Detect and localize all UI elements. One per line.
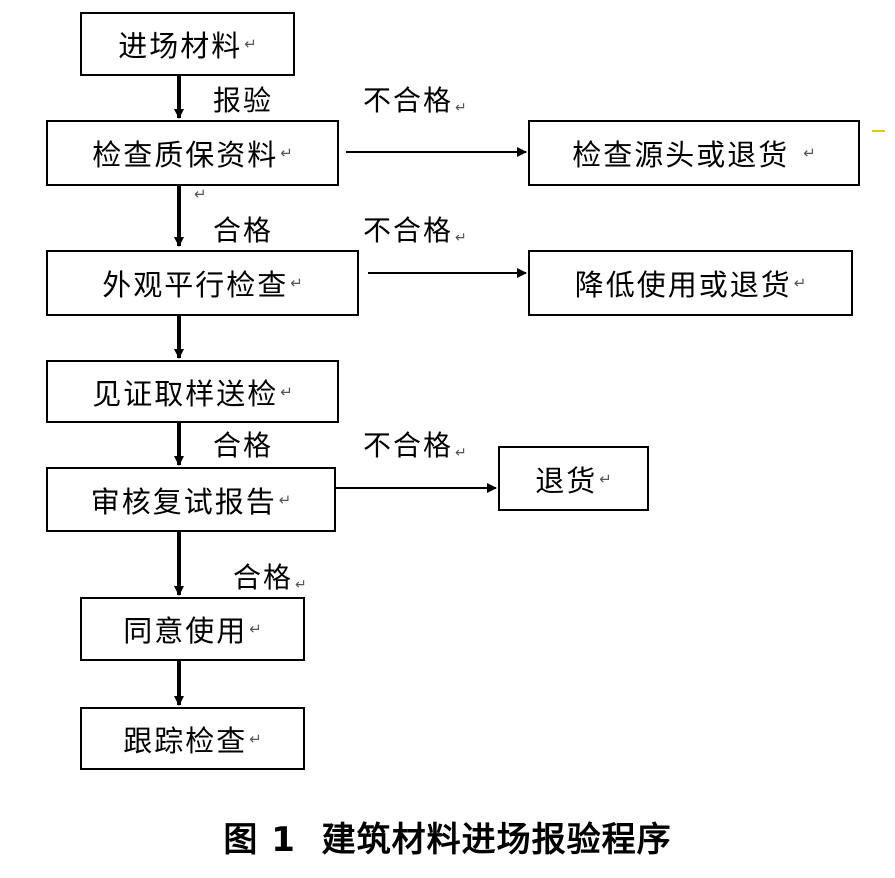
- node-downgrade-or-return: 降低使用或退货↵: [528, 250, 853, 316]
- return-mark: ↵: [793, 274, 807, 292]
- return-mark: ↵: [244, 35, 257, 53]
- node-label: 审核复试报告: [90, 484, 277, 519]
- stray-return-mark: ↵: [194, 185, 207, 203]
- return-mark: ↵: [249, 620, 262, 638]
- node-label: 检查质保资料: [92, 138, 279, 172]
- node-label: 检查源头或退货: [572, 138, 790, 172]
- label-pass-1: 合格: [213, 214, 274, 247]
- node-visual-parallel-check: 外观平行检查↵: [46, 250, 359, 316]
- node-approve-use: 同意使用↵: [80, 597, 305, 661]
- label-report-inspection: 报验: [213, 84, 274, 117]
- return-mark: ↵: [249, 729, 262, 748]
- return-mark: ↵: [278, 490, 292, 509]
- node-check-quality-docs: 检查质保资料↵: [46, 120, 339, 186]
- node-return-goods: 退货↵: [498, 446, 649, 511]
- node-witness-sampling: 见证取样送检↵: [46, 360, 339, 423]
- label-pass-2: 合格: [213, 429, 274, 462]
- node-review-retest-report: 审核复试报告↵: [46, 467, 336, 532]
- return-mark: ↵: [599, 469, 612, 488]
- return-mark: ↵: [280, 144, 293, 162]
- node-label: 同意使用: [123, 614, 248, 648]
- return-mark: ↵: [280, 382, 293, 401]
- return-mark: ↵: [803, 144, 816, 162]
- return-mark: ↵: [455, 100, 467, 116]
- label-fail-3: 不合格↵: [363, 429, 467, 462]
- return-mark: ↵: [455, 230, 467, 246]
- return-mark: ↵: [290, 274, 303, 292]
- node-label: 跟踪检查: [123, 723, 248, 758]
- node-label: 退货: [535, 463, 598, 498]
- node-follow-up-check: 跟踪检查↵: [80, 707, 305, 770]
- node-label: 进场材料: [118, 29, 243, 63]
- label-fail-1: 不合格↵: [363, 84, 467, 117]
- node-incoming-materials: 进场材料↵: [80, 12, 295, 76]
- node-label: 降低使用或退货: [574, 268, 792, 302]
- label-fail-2: 不合格↵: [363, 214, 467, 247]
- return-mark: ↵: [455, 445, 467, 461]
- return-mark: ↵: [295, 577, 307, 593]
- node-label: 见证取样送检: [92, 376, 279, 411]
- label-pass-3: 合格↵: [233, 561, 307, 594]
- node-label: 外观平行检查: [102, 268, 289, 302]
- figure-caption: 图 1 建筑材料进场报验程序: [223, 820, 672, 860]
- node-trace-source-or-return: 检查源头或退货 ↵: [528, 120, 860, 186]
